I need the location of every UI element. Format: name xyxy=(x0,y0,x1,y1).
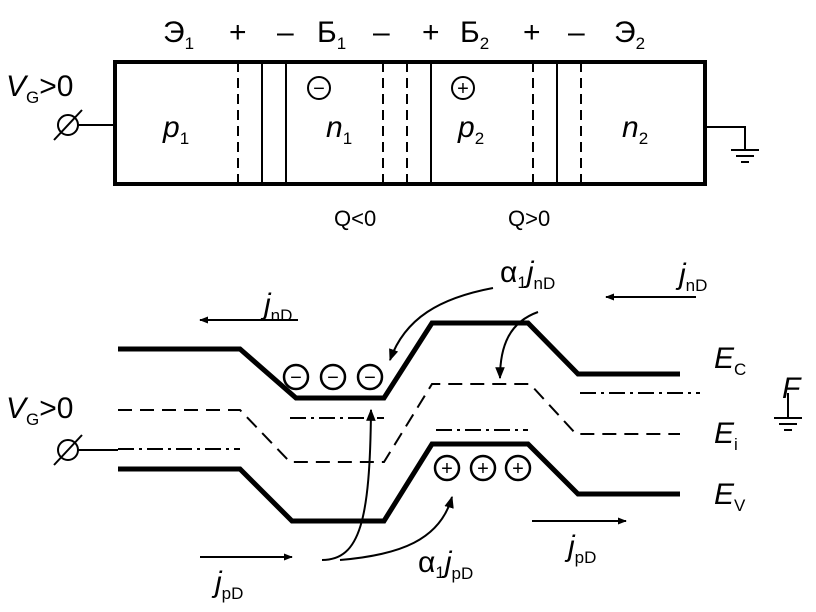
region-n1-label: n1 xyxy=(326,111,352,148)
structure-body xyxy=(113,60,707,186)
charge-label-positive: Q>0 xyxy=(508,206,550,231)
electron-1: − xyxy=(282,363,310,391)
region-p1-label: p1 xyxy=(162,111,189,148)
jp-left-label: jpD xyxy=(211,566,243,603)
plus-sign-3: + xyxy=(523,16,541,49)
plus-sign-2: + xyxy=(422,16,440,49)
emitter-2-label: Э2 xyxy=(614,16,645,53)
valence-band-line xyxy=(118,441,680,524)
charge-label-negative: Q<0 xyxy=(334,206,376,231)
top-signs: Э1 + – Б1 – + Б2 + – Э2 xyxy=(163,16,645,53)
alpha-jn-label: α1jnD xyxy=(500,256,555,293)
jn-into-base-curve-arrow xyxy=(495,311,539,380)
negative-charge-symbol: − xyxy=(307,76,331,100)
valence-band-label: EV xyxy=(714,478,746,515)
current-arrows xyxy=(199,287,696,561)
gate-voltage-label-bottom: VG>0 xyxy=(6,392,73,429)
alpha-jp-label: α1jpD xyxy=(418,546,473,583)
gate-terminal-top xyxy=(53,109,115,141)
conduction-band-label: EC xyxy=(714,342,746,379)
svg-text:+: + xyxy=(457,78,469,100)
intrinsic-level-line xyxy=(118,383,680,463)
minus-sign-2: – xyxy=(373,16,390,49)
svg-text:+: + xyxy=(441,458,453,480)
svg-text:−: − xyxy=(327,367,339,389)
hole-2: + xyxy=(469,454,497,482)
minus-sign-3: – xyxy=(568,16,585,49)
svg-text:−: − xyxy=(313,78,325,100)
junction-lines xyxy=(237,62,582,184)
band-diagram: − − − + + + EC Ei EV F xyxy=(6,256,802,603)
svg-text:+: + xyxy=(512,458,524,480)
base-2-label: Б2 xyxy=(460,16,489,53)
emitter-1-label: Э1 xyxy=(163,16,194,53)
conduction-band-line xyxy=(118,320,680,401)
intrinsic-level-label: Ei xyxy=(714,417,738,454)
ground-symbol-top xyxy=(705,126,759,163)
base-1-label: Б1 xyxy=(317,16,346,53)
svg-text:+: + xyxy=(477,458,489,480)
gate-terminal-bottom xyxy=(53,434,118,466)
jp-into-base-curve-arrow xyxy=(321,408,376,561)
svg-text:−: − xyxy=(364,367,376,389)
electron-3: − xyxy=(356,363,384,391)
region-n2-label: n2 xyxy=(622,111,648,148)
gate-voltage-label-top: VG>0 xyxy=(6,70,73,107)
structure-diagram: Э1 + – Б1 – + Б2 + – Э2 p1 n1 p2 xyxy=(6,16,759,231)
positive-charge-symbol: + xyxy=(451,76,475,100)
plus-sign-1: + xyxy=(229,16,247,49)
fermi-level-lines xyxy=(118,392,700,450)
hole-3: + xyxy=(504,454,532,482)
hole-1: + xyxy=(433,454,461,482)
fermi-level-label: F xyxy=(782,372,802,405)
svg-text:−: − xyxy=(290,367,302,389)
alpha-jp-curve-arrow xyxy=(339,495,454,561)
jn-left-label: jnD xyxy=(260,288,292,325)
ground-symbol-bottom xyxy=(774,393,802,431)
electron-2: − xyxy=(319,363,347,391)
jn-right-label: jnD xyxy=(675,258,707,295)
minus-sign-1: – xyxy=(277,16,294,49)
alpha-jn-curve-arrow xyxy=(389,287,494,362)
jp-right-label: jpD xyxy=(564,530,596,567)
region-p2-label: p2 xyxy=(457,111,484,148)
